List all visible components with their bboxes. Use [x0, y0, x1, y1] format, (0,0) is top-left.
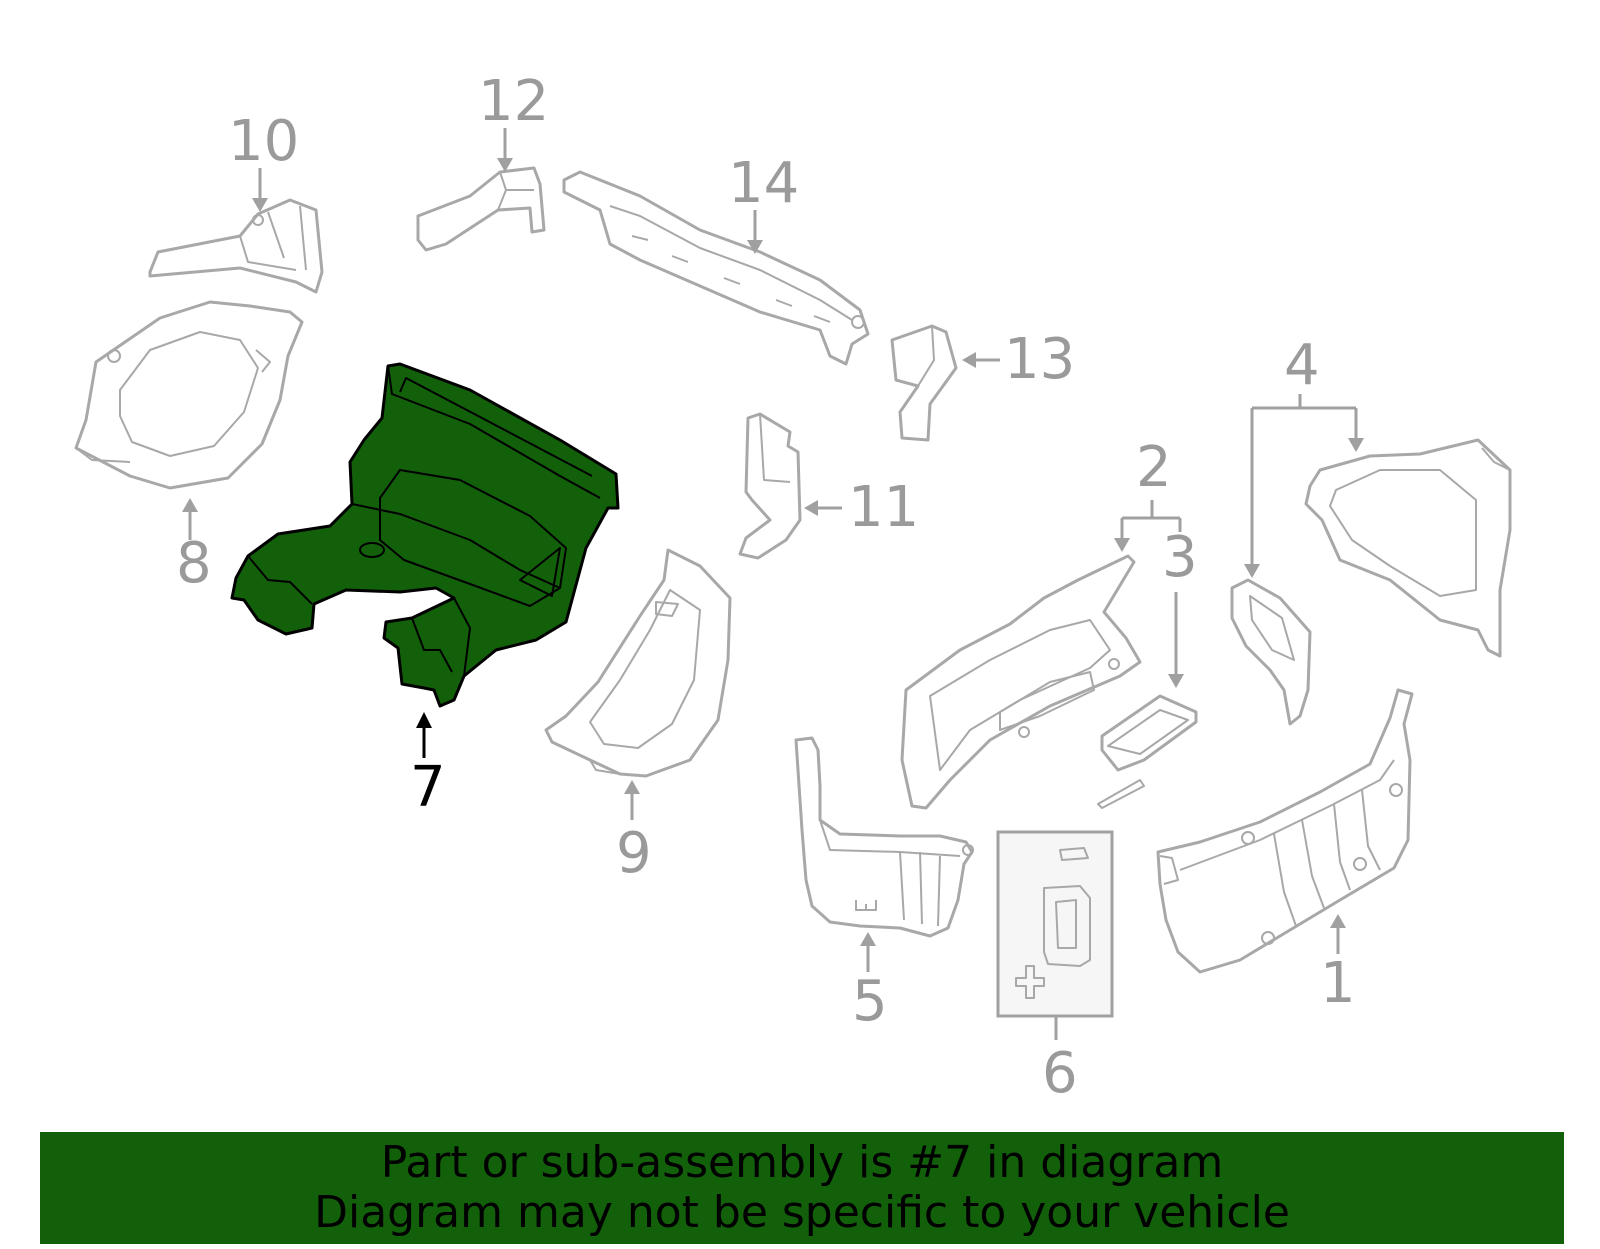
part-9[interactable]: [544, 548, 732, 778]
callout-13-label: 13: [1004, 327, 1075, 392]
banner-line-2: Diagram may not be specific to your vehi…: [314, 1187, 1290, 1238]
callout-12: 12: [478, 69, 549, 172]
callout-14: 14: [728, 151, 799, 254]
callout-2-label: 2: [1136, 435, 1172, 500]
callout-6-label: 6: [1042, 1041, 1078, 1106]
part-8[interactable]: [74, 300, 304, 490]
callout-8: 8: [176, 498, 212, 596]
part-12[interactable]: [416, 166, 546, 252]
callout-3: 3: [1162, 525, 1198, 688]
callout-2: 2: [1114, 435, 1182, 552]
part-7[interactable]: [230, 362, 620, 708]
callout-5-label: 5: [852, 969, 888, 1034]
banner-line-1: Part or sub-assembly is #7 in diagram: [380, 1137, 1224, 1188]
callout-6: 6: [1042, 1016, 1078, 1106]
callout-9-label: 9: [616, 821, 652, 886]
callout-14-label: 14: [728, 151, 799, 216]
part-3[interactable]: [1097, 694, 1198, 809]
callout-8-label: 8: [176, 531, 212, 596]
callout-11-label: 11: [848, 475, 919, 540]
callout-5: 5: [852, 932, 888, 1034]
part-2[interactable]: [900, 554, 1142, 810]
callout-7-label: 7: [410, 755, 446, 820]
part-4[interactable]: [1230, 438, 1512, 726]
part-11[interactable]: [738, 412, 802, 560]
callout-13: 13: [962, 327, 1075, 392]
callout-4: 4: [1244, 333, 1364, 578]
callout-4-label: 4: [1284, 333, 1320, 398]
callout-1: 1: [1320, 914, 1356, 1016]
callout-10-label: 10: [228, 109, 299, 174]
callout-1-label: 1: [1320, 951, 1356, 1016]
part-14[interactable]: [562, 170, 870, 366]
part-5[interactable]: [794, 736, 974, 938]
part-10[interactable]: [148, 198, 324, 294]
part-13[interactable]: [890, 324, 958, 442]
callout-3-label: 3: [1162, 525, 1198, 590]
part-1[interactable]: [1156, 688, 1414, 974]
callout-7: 7: [410, 712, 446, 820]
callout-11: 11: [804, 475, 919, 540]
info-banner: Part or sub-assembly is #7 in diagram Di…: [40, 1132, 1564, 1244]
callout-12-label: 12: [478, 69, 549, 134]
callout-10: 10: [228, 109, 299, 212]
part-6[interactable]: [996, 830, 1114, 1018]
callout-9: 9: [616, 780, 652, 886]
